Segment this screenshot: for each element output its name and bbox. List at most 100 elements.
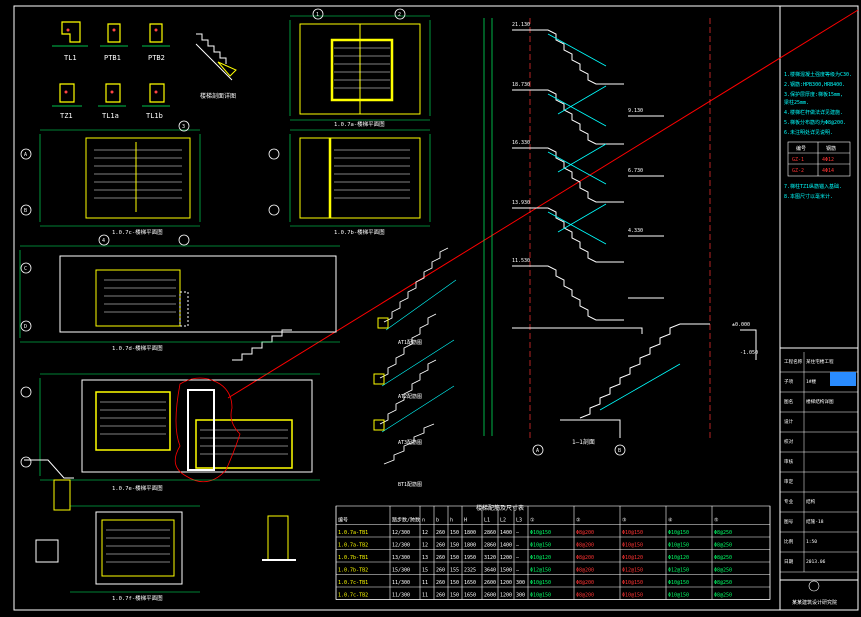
schedule-cell: Φ10@120 — [668, 555, 689, 561]
run-caption-3: AT3配筋图 — [398, 439, 422, 446]
detail-label-tl1a: TL1a — [102, 112, 119, 120]
plan-caption-b: 1.0.7b-楼梯平面图 — [334, 228, 385, 236]
schedule-cell: Φ8@250 — [714, 530, 732, 536]
schedule-cell: 260 — [436, 530, 445, 536]
note-line-3: 梁柱25mm. — [784, 99, 809, 106]
schedule-cell: 2860 — [484, 530, 496, 536]
schedule-cell: — — [516, 530, 520, 536]
schedule-cell: 12/300 — [392, 530, 410, 536]
section-axis-a: A — [536, 448, 539, 454]
drawing-frame — [13, 5, 859, 611]
schedule-cell: Φ10@150 — [622, 580, 643, 586]
section-axis-bubbles — [532, 444, 626, 456]
schedule-cell: 13/300 — [392, 555, 410, 561]
level-4: 11.530 — [512, 258, 530, 264]
plan-caption-c: 1.0.7c-楼梯平面图 — [112, 228, 163, 236]
schedule-cell: Φ8@200 — [576, 568, 594, 574]
level-3: 13.930 — [512, 200, 530, 206]
schedule-cell: 1400 — [500, 530, 512, 536]
titleblock-label: 工程名称 — [784, 358, 803, 365]
plan-caption-d: 1.0.7d-楼梯平面图 — [112, 344, 163, 352]
plan-caption-e: 1.0.7e-楼梯平面图 — [112, 484, 163, 492]
titleblock-label: 日期 — [784, 559, 794, 565]
plan-f — [70, 505, 200, 593]
schedule-cell: 260 — [436, 543, 445, 549]
titleblock-label: 设计 — [784, 418, 794, 425]
schedule-header-1: 踏步数/跨数 — [392, 517, 420, 524]
plan-caption-f: 1.0.7f-楼梯平面图 — [112, 594, 163, 602]
schedule-cell: Φ8@250 — [714, 580, 732, 586]
axis-label-b: B — [24, 208, 27, 214]
axis-bubble-labels: A B C D 1 2 3 4 — [24, 12, 401, 330]
note-footer-0: 7.梯柱TZ1纵筋锚入基础. — [784, 183, 842, 190]
schedule-cell: 1.0.7b-TB1 — [338, 555, 368, 561]
notes-table: 编号 钢筋 GZ-1 4Φ12 GZ-2 4Φ14 7.梯柱TZ1纵筋锚入基础.… — [784, 141, 851, 200]
section-levels: 21.130 18.730 16.330 13.930 11.530 9.130… — [512, 22, 758, 446]
schedule-cell: 150 — [450, 593, 459, 599]
schedule-cell: 2600 — [484, 593, 496, 599]
note-line-5: 5.梯板分布筋均为Φ8@200. — [784, 119, 846, 126]
firm-logo-icon — [808, 580, 820, 592]
note-line-2: 3.保护层厚度:梯板15mm, — [784, 91, 843, 98]
schedule-header-12: ④ — [668, 518, 673, 524]
detail-label-tz1: TZ1 — [60, 112, 73, 120]
axis-label-d: D — [24, 324, 27, 330]
plan-captions: 1.0.7a-楼梯平面图 1.0.7b-楼梯平面图 1.0.7c-楼梯平面图 1… — [112, 120, 385, 602]
run-captions: AT1配筋图 AT2配筋图 AT3配筋图 BT1配筋图 — [398, 339, 422, 488]
note-line-4: 4.楼梯栏杆做法详见建施. — [784, 109, 843, 116]
schedule-cell: — — [516, 555, 520, 561]
titleblock-label: 图名 — [784, 398, 793, 405]
titleblock-label: 子项 — [784, 378, 794, 385]
schedule-header-7: L2 — [500, 518, 506, 524]
schedule-cell: Φ8@200 — [576, 543, 594, 549]
schedule-cell: Φ8@200 — [576, 530, 594, 536]
schedule-cell: Φ10@150 — [530, 530, 551, 536]
schedule-cell: 15 — [422, 568, 428, 574]
notes-table-cell-1-1: 4Φ14 — [822, 168, 834, 174]
schedule-header-3: b — [436, 518, 439, 524]
schedule-cell: 11/300 — [392, 580, 410, 586]
schedule-cell: 11/300 — [392, 593, 410, 599]
detail-bottom-left — [24, 459, 296, 563]
section-title: 1—1剖面 — [572, 438, 595, 446]
schedule-cell: Φ8@250 — [714, 543, 732, 549]
titleblock-label: 审核 — [784, 458, 794, 465]
schedule-cell: 2325 — [464, 568, 476, 574]
schedule-header-9: ① — [530, 518, 535, 524]
schedule-cell: — — [516, 568, 520, 574]
schedule-cell: Φ8@200 — [576, 593, 594, 599]
stair-plans — [19, 15, 431, 593]
notes-table-cell-0-0: GZ-1 — [792, 157, 804, 163]
section-1-1 — [483, 18, 757, 440]
level-5: 9.130 — [628, 108, 643, 114]
run-caption-2: AT2配筋图 — [398, 393, 422, 400]
notes-table-cell-0-1: 4Φ12 — [822, 157, 834, 163]
detail-label-ptb2: PTB2 — [148, 54, 165, 62]
schedule-header-13: ⑤ — [714, 518, 719, 524]
schedule-cell: 150 — [450, 555, 459, 561]
titleblock-value: 楼梯结构详图 — [806, 398, 834, 405]
schedule-cell: 1.0.7a-TB2 — [338, 543, 368, 549]
schedule-cell: Φ10@150 — [622, 593, 643, 599]
schedule-cell: 1650 — [464, 593, 476, 599]
schedule-header-11: ③ — [622, 518, 627, 524]
titleblock-label: 图号 — [784, 519, 794, 525]
level-2: 16.330 — [512, 140, 530, 146]
schedule-header-10: ② — [576, 518, 581, 524]
schedule-cell: Φ10@150 — [668, 530, 689, 536]
schedule-cell: Φ12@150 — [668, 568, 689, 574]
run-caption-1: AT1配筋图 — [398, 339, 422, 346]
schedule-cell: 1800 — [464, 543, 476, 549]
schedule-cell: 1200 — [500, 580, 512, 586]
schedule-cell: Φ10@150 — [530, 580, 551, 586]
schedule-cell: 1950 — [464, 555, 476, 561]
schedule-cell: 12 — [422, 543, 428, 549]
schedule-cell: Φ8@250 — [714, 568, 732, 574]
schedule-header-5: H — [464, 518, 467, 524]
titleblock-value: 结构 — [806, 498, 816, 505]
level-9: ±0.000 — [732, 322, 750, 328]
schedule-cell: 300 — [516, 580, 525, 586]
schedule-header-4: h — [450, 518, 453, 524]
notes-table-cell-1-0: GZ-2 — [792, 168, 804, 174]
